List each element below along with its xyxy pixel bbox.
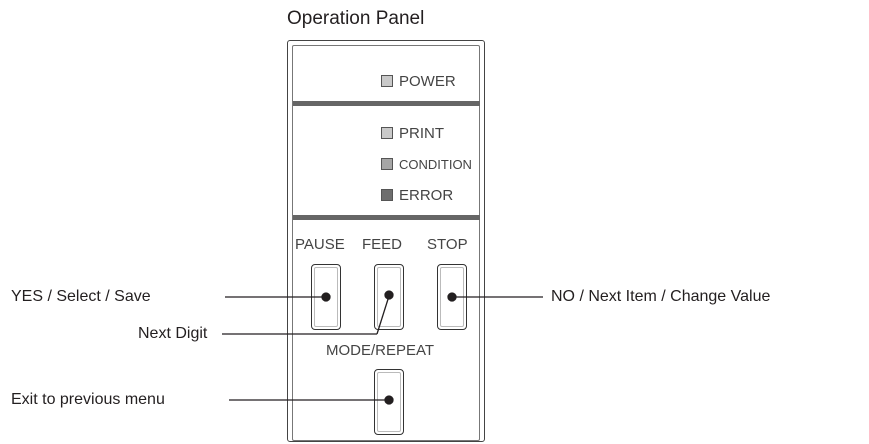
mode-repeat-label: MODE/REPEAT (326, 342, 435, 359)
led-label-condition: CONDITION (399, 156, 472, 172)
led-label-error: ERROR (399, 186, 454, 204)
feed-label: FEED (362, 236, 403, 253)
error-led (381, 189, 393, 201)
led-row-print: PRINT (381, 124, 444, 142)
led-row-power: POWER (381, 72, 456, 90)
led-label-print: PRINT (399, 124, 444, 142)
power-led (381, 75, 393, 87)
led-row-error: ERROR (381, 186, 454, 204)
led-row-condition: CONDITION (381, 156, 472, 172)
panel-title: Operation Panel (287, 8, 425, 29)
mode-repeat-callout-dot (384, 395, 394, 405)
stop-callout-dot (447, 292, 457, 302)
feed-callout-text: Next Digit (138, 325, 208, 342)
panel-divider-top (293, 101, 480, 106)
stop-callout-text: NO / Next Item / Change Value (551, 288, 771, 305)
feed-callout-dot (384, 290, 394, 300)
condition-led (381, 158, 393, 170)
stop-label: STOP (427, 236, 468, 253)
pause-callout-dot (321, 292, 331, 302)
led-label-power: POWER (399, 72, 456, 90)
print-led (381, 127, 393, 139)
feed-callout-line-diagonal (376, 295, 390, 335)
panel-divider-bottom (293, 215, 480, 220)
pause-callout-text: YES / Select / Save (11, 288, 151, 305)
mode-repeat-callout-text: Exit to previous menu (11, 391, 165, 408)
pause-label: PAUSE (295, 236, 345, 253)
